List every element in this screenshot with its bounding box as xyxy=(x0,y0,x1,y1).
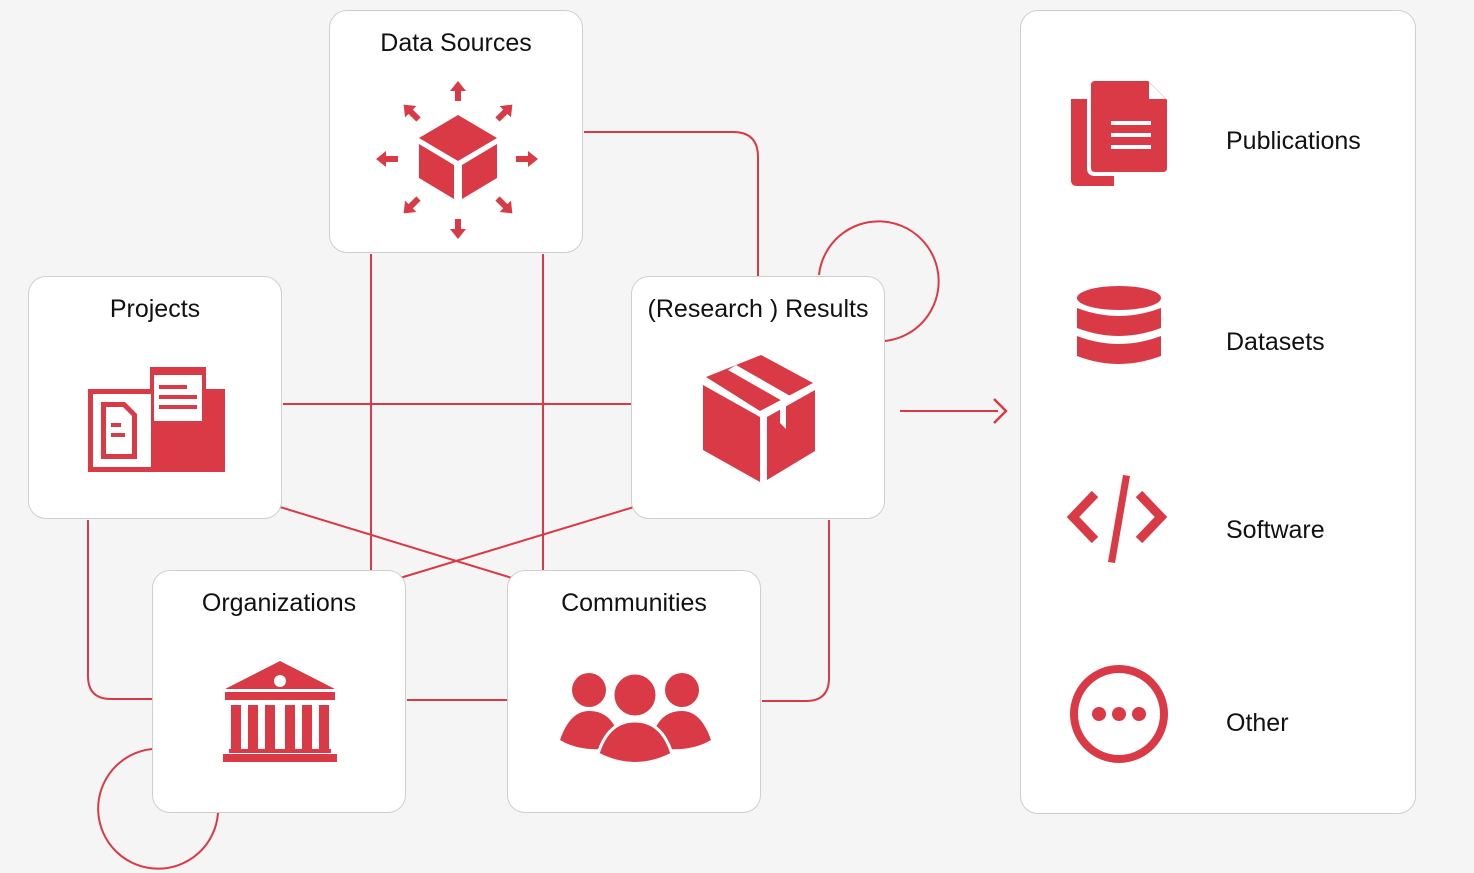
link-results-organizations xyxy=(399,506,635,579)
more-dots-icon xyxy=(1070,665,1168,763)
output-types-panel: Publications Datasets Software xyxy=(1020,10,1416,814)
project-documents-icon xyxy=(88,367,225,472)
cube-distribute-icon xyxy=(376,81,538,239)
output-label: Software xyxy=(1226,516,1325,544)
package-box-icon xyxy=(703,355,815,482)
node-organizations: Organizations xyxy=(152,570,406,813)
link-projects-communities xyxy=(279,506,513,579)
node-label: (Research ) Results xyxy=(647,295,869,323)
link-communities-results xyxy=(762,520,830,702)
output-item-datasets: Datasets xyxy=(1021,284,1417,404)
output-item-publications: Publications xyxy=(1021,76,1417,196)
code-icon xyxy=(1066,475,1168,563)
output-label: Other xyxy=(1226,709,1289,737)
institution-building-icon xyxy=(223,661,337,762)
node-label: Data Sources xyxy=(380,29,532,57)
node-communities: Communities xyxy=(507,570,761,813)
node-label: Organizations xyxy=(201,589,357,617)
results-self-loop xyxy=(818,220,940,342)
node-research-results: (Research ) Results xyxy=(631,276,885,519)
output-label: Publications xyxy=(1226,127,1361,155)
output-label: Datasets xyxy=(1226,328,1325,356)
arrow-head xyxy=(993,398,1008,424)
people-group-icon xyxy=(560,671,711,765)
organizations-self-loop xyxy=(97,748,219,870)
node-label: Communities xyxy=(561,589,707,617)
link-datasources-results xyxy=(584,131,759,276)
node-label: Projects xyxy=(109,295,201,323)
output-item-software: Software xyxy=(1021,471,1417,591)
output-item-other: Other xyxy=(1021,662,1417,782)
node-projects: Projects xyxy=(28,276,282,519)
link-projects-organizations xyxy=(87,520,152,700)
database-icon xyxy=(1077,286,1161,364)
documents-icon xyxy=(1071,77,1171,186)
node-data-sources: Data Sources xyxy=(329,10,583,253)
